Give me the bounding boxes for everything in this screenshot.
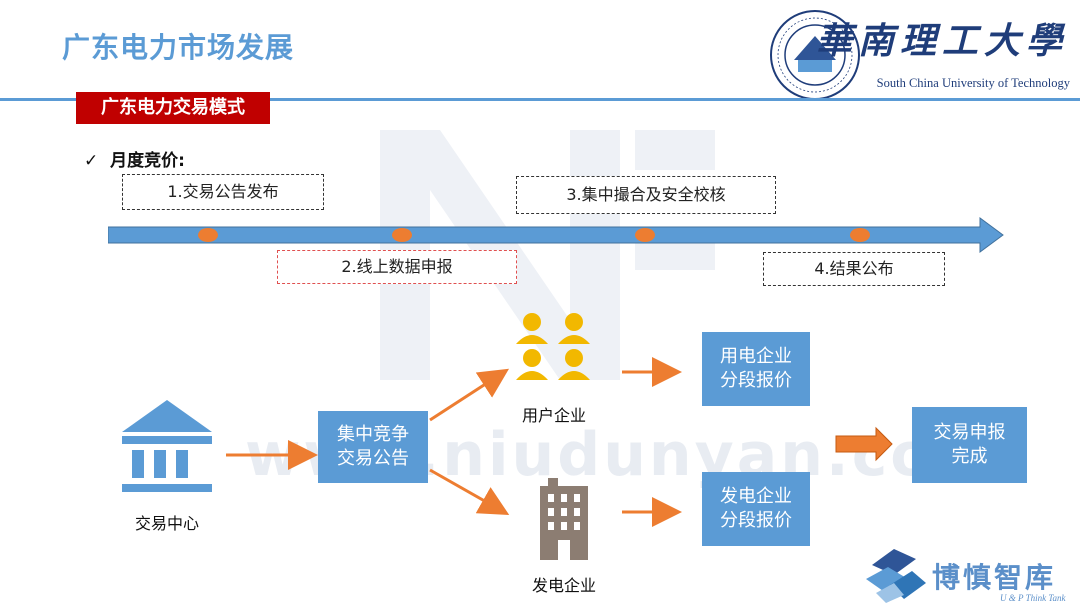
section-tag: 广东电力交易模式 xyxy=(76,92,270,124)
user-enterprise-label: 用户企业 xyxy=(521,406,586,425)
submission-complete-text: 交易申报 完成 xyxy=(933,422,1006,467)
checkmark-icon: ✓ xyxy=(84,151,111,171)
user-enterprise-icon xyxy=(516,313,590,380)
timeline-dot-2 xyxy=(392,228,412,242)
user-quote-text: 用电企业 分段报价 xyxy=(720,346,792,391)
timeline-dot-4 xyxy=(850,228,870,242)
brand-name-en: U & P Think Tank xyxy=(1000,593,1066,603)
brand-name-cn: 博慎智库 xyxy=(932,561,1057,594)
trading-center-icon xyxy=(122,400,212,492)
timeline-step-3: 3.集中撮合及安全校核 xyxy=(516,176,776,214)
announcement-text: 集中竞争 交易公告 xyxy=(337,424,409,469)
header-divider xyxy=(0,98,1080,101)
timeline-step-4: 4.结果公布 xyxy=(763,252,945,286)
trading-center-label: 交易中心 xyxy=(134,514,199,533)
timeline-step-2: 2.线上数据申报 xyxy=(277,250,517,284)
page-title: 广东电力市场发展 xyxy=(62,31,295,64)
announcement-box: 集中竞争 交易公告 xyxy=(318,411,428,483)
bullet-heading: ✓ 月度竞价: xyxy=(84,146,185,171)
generator-quote-box: 发电企业 分段报价 xyxy=(702,472,810,546)
university-name-en: South China University of Technology xyxy=(876,76,1070,90)
user-quote-box: 用电企业 分段报价 xyxy=(702,332,810,406)
generator-enterprise-label: 发电企业 xyxy=(531,576,596,595)
timeline-dot-1 xyxy=(198,228,218,242)
generator-quote-text: 发电企业 分段报价 xyxy=(720,486,792,531)
generator-enterprise-icon xyxy=(540,478,588,560)
timeline-dot-3 xyxy=(635,228,655,242)
university-name-cn: 華南理工大學 xyxy=(815,20,1068,62)
university-seal-icon xyxy=(770,10,860,100)
timeline-step-1: 1.交易公告发布 xyxy=(122,174,324,210)
submission-complete-box: 交易申报 完成 xyxy=(912,407,1027,483)
think-tank-logo-icon xyxy=(866,549,926,603)
timeline-arrow xyxy=(108,217,1004,253)
bullet-text: 月度竞价: xyxy=(110,151,185,171)
